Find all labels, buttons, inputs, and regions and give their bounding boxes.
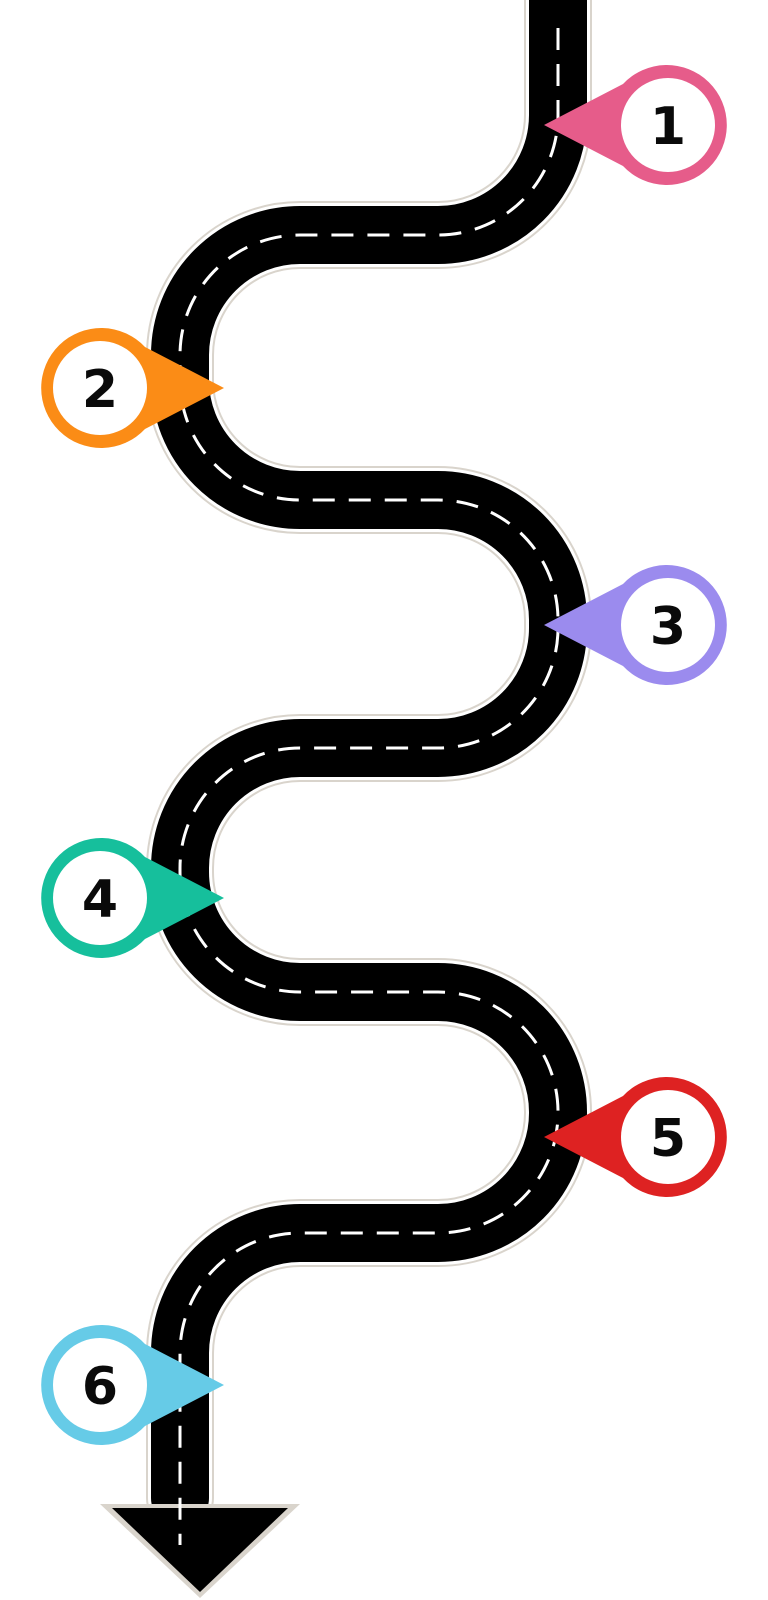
marker-6-face <box>53 1338 147 1432</box>
marker-4-face <box>53 851 147 945</box>
marker-3: 3 <box>544 565 727 685</box>
marker-1-label: 1 <box>650 97 686 157</box>
road <box>100 0 592 1598</box>
marker-2-face <box>53 341 147 435</box>
marker-4: 4 <box>41 838 224 958</box>
marker-2: 2 <box>41 328 224 448</box>
marker-1: 1 <box>544 65 727 185</box>
marker-3-label: 3 <box>650 597 686 657</box>
markers: 1 2 3 4 5 6 <box>41 65 727 1445</box>
marker-3-face <box>621 578 715 672</box>
marker-5: 5 <box>544 1077 727 1197</box>
marker-6-label: 6 <box>82 1357 118 1417</box>
marker-5-face <box>621 1090 715 1184</box>
marker-2-label: 2 <box>82 360 118 420</box>
marker-6: 6 <box>41 1325 224 1445</box>
arrow-head <box>112 1508 288 1592</box>
marker-5-label: 5 <box>650 1109 686 1169</box>
marker-4-label: 4 <box>82 870 118 930</box>
marker-1-face <box>621 78 715 172</box>
lane-divider <box>178 28 560 1545</box>
